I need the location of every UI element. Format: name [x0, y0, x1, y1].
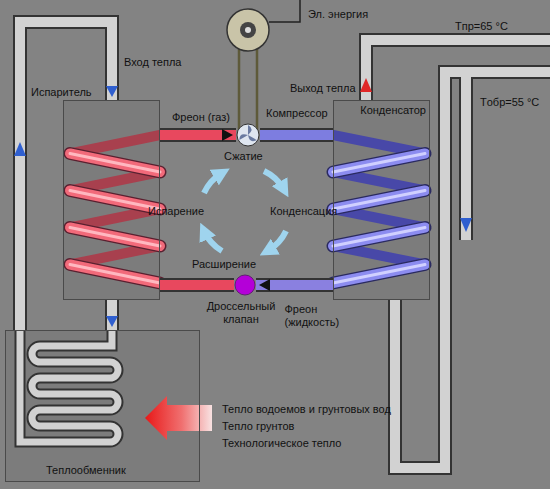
evaporator-box: Испаритель [63, 100, 160, 300]
arrow-head [106, 316, 118, 327]
return-temp: Tобр=55 °С [480, 96, 539, 109]
coil-front [333, 154, 425, 173]
heat-out-label: Выход тепла [290, 82, 356, 95]
coil-front [70, 265, 160, 284]
evaporator-fill [63, 100, 160, 300]
arrow-head [259, 279, 270, 291]
pipe-outline [160, 278, 234, 292]
coil-front [333, 228, 425, 247]
coil-front [333, 228, 425, 247]
stage-label: Расширение [192, 258, 256, 271]
condenser-box: Конденсатор [333, 100, 430, 300]
coil-front [333, 228, 425, 247]
cold-pipe [160, 280, 234, 290]
node-label: Компрессор [266, 107, 328, 120]
coil-front [70, 265, 160, 284]
pipe-outline [260, 128, 333, 142]
throttle-valve: Дроссельный клапан [234, 274, 256, 296]
coil-front [70, 191, 160, 210]
pipe-outline [105, 300, 119, 330]
condenser-fill [333, 100, 430, 300]
edge-label: Фреон (жидкость) [285, 303, 349, 329]
heat-in-label: Вход тепла [124, 56, 181, 69]
coil-front [70, 228, 160, 247]
pipe-group [106, 300, 118, 330]
coil-front [70, 191, 160, 210]
supply-temp: Tпр=65 °С [455, 20, 508, 33]
pipe-outline [256, 278, 333, 292]
heat-exchanger-box: Теплообменник [5, 330, 200, 482]
pipe-outline [160, 128, 236, 142]
flow-arrow [14, 142, 26, 156]
pipe-group [260, 135, 333, 136]
coil-front [70, 154, 160, 173]
coil-front [70, 228, 160, 247]
coil-front [333, 265, 425, 284]
liquid-pipe [256, 280, 333, 290]
exchanger-serpentine [20, 330, 118, 442]
coil-front [333, 191, 425, 210]
coil-front [70, 228, 160, 247]
stage-label: Конденсация [270, 205, 337, 218]
pipe-outline [20, 22, 112, 330]
stage-label: Испарение [148, 205, 204, 218]
pipe-group [160, 285, 234, 286]
coil-front [333, 191, 425, 210]
legend-text: Тепло водоемов и грунтовых вод [222, 403, 391, 416]
hot-gas-pipe [260, 130, 333, 140]
stage-label: Сжатие [224, 150, 263, 163]
coils [70, 135, 425, 283]
node-label: Теплообменник [46, 464, 126, 477]
pipe-group [256, 279, 333, 291]
gas-pipe [160, 130, 236, 140]
water-pipe [20, 22, 112, 330]
valve-symbol [234, 274, 256, 296]
power-label: Эл. энергия [308, 8, 368, 21]
coil-front [333, 191, 425, 210]
node-label: Дроссельный клапан [201, 300, 281, 326]
legend-text: Тепло грунтов [222, 420, 294, 433]
coil-front [70, 154, 160, 173]
coil-front [333, 154, 425, 173]
coil-front [333, 265, 425, 284]
coil-front [70, 191, 160, 210]
legend-text: Технологическое тепло [222, 437, 341, 450]
node-label: Конденсатор [360, 104, 426, 117]
coil-front [70, 154, 160, 173]
legend-arrow [145, 396, 212, 440]
compressor-symbol [236, 123, 260, 147]
water-pipe [107, 300, 117, 330]
compressor-circle: Компрессор [236, 123, 260, 147]
pipe-group [20, 22, 118, 330]
coil-front [333, 154, 425, 173]
coil-front [70, 265, 160, 284]
pipe-group [160, 129, 236, 141]
coil-front [333, 265, 425, 284]
arrow-head [222, 129, 233, 141]
arrow-head [106, 86, 118, 97]
node-label: Испаритель [31, 86, 92, 99]
edge-label: Фреон (газ) [172, 111, 230, 124]
